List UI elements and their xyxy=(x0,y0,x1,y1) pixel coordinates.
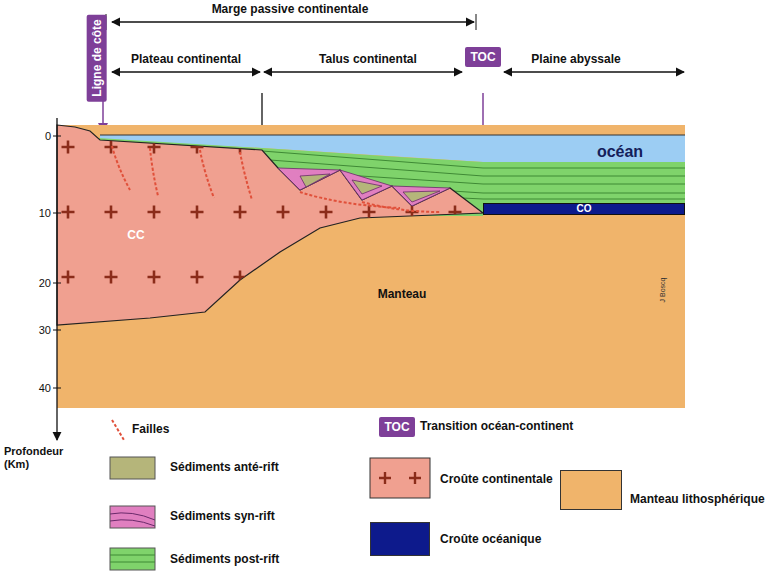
legend-text: Transition océan-continent xyxy=(420,420,573,434)
legend-swatch xyxy=(560,470,622,510)
oceanic-crust-band: CO xyxy=(483,203,685,215)
label-text: 30 xyxy=(39,324,51,337)
label-text: Talus continental xyxy=(319,53,417,67)
purple-tag: Ligne de côte xyxy=(87,14,107,101)
label-text: Plateau continental xyxy=(131,53,241,67)
node-text: TOC xyxy=(384,420,409,434)
label-text: CC xyxy=(127,229,144,243)
label-text: 40 xyxy=(39,382,51,395)
legend-swatch xyxy=(370,522,430,556)
node-text: TOC xyxy=(470,50,495,64)
legend-text: Sédiments syn-rift xyxy=(170,510,275,524)
label-text: Profondeur (Km) xyxy=(4,445,76,470)
label-text: Marge passive continentale xyxy=(212,3,369,17)
label-text: 0 xyxy=(45,130,51,143)
legend-text: Croûte continentale xyxy=(440,473,553,487)
purple-tag: TOC xyxy=(465,47,500,67)
label-text: océan xyxy=(597,143,643,161)
label-text: 10 xyxy=(39,207,51,220)
label-text: 20 xyxy=(39,277,51,290)
node-text: CO xyxy=(577,203,592,214)
legend-text: Croûte océanique xyxy=(440,533,541,547)
legend-text: Sédiments post-rift xyxy=(170,553,279,567)
label-text: J Boscq xyxy=(659,278,667,303)
label-text: Manteau xyxy=(378,288,427,302)
node-text: Ligne de côte xyxy=(90,19,104,96)
legend-text: Failles xyxy=(132,423,169,437)
legend-text: Manteau lithosphérique xyxy=(630,493,765,507)
label-text: Plaine abyssale xyxy=(531,53,620,67)
purple-tag: TOC xyxy=(379,417,414,437)
legend-text: Sédiments anté-rift xyxy=(170,461,279,475)
